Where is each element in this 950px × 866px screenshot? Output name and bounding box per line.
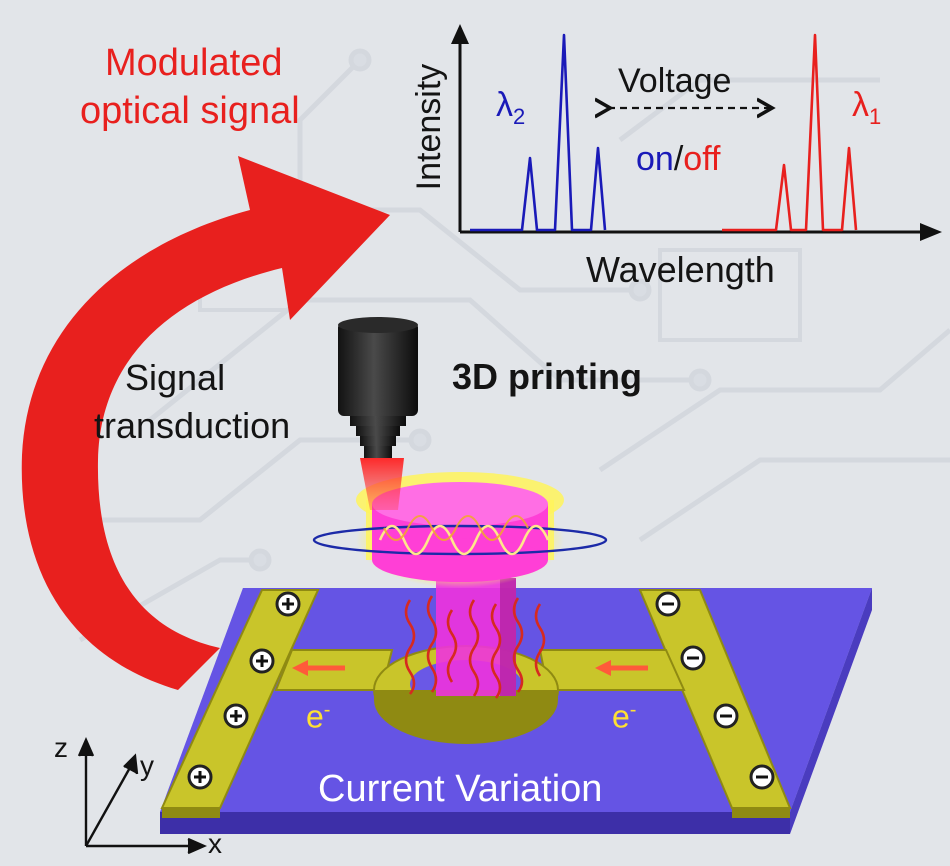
slash-text: / bbox=[673, 140, 684, 178]
minus-circle-icon bbox=[680, 645, 706, 671]
y-axis bbox=[84, 763, 134, 847]
microscope-objective-icon bbox=[338, 317, 418, 458]
on-text: on bbox=[636, 140, 674, 178]
electron-label-right: e- bbox=[612, 700, 636, 733]
gallery-wave bbox=[378, 524, 550, 556]
blue-emission-peaks bbox=[470, 33, 607, 232]
minus-circle-icon bbox=[749, 764, 775, 790]
plot-axis-y-arrowhead bbox=[451, 24, 469, 44]
plus-circle-icon bbox=[275, 591, 301, 617]
minus-circle-icon bbox=[713, 703, 739, 729]
electron-label-left: e- bbox=[306, 700, 330, 733]
lambda1-base: λ bbox=[852, 86, 869, 124]
off-text: off bbox=[683, 140, 721, 178]
electron-base: e bbox=[612, 698, 630, 735]
laser-beam bbox=[360, 458, 404, 510]
plus-circle-icon bbox=[223, 703, 249, 729]
plus-terminals bbox=[187, 591, 301, 790]
minus-circle-icon bbox=[655, 591, 681, 617]
red-emission-peaks bbox=[722, 33, 858, 232]
plus-circle-icon bbox=[187, 764, 213, 790]
lambda2-label: λ2 bbox=[496, 88, 525, 128]
lambda2-subscript: 2 bbox=[513, 103, 526, 129]
voltage-label: Voltage bbox=[618, 62, 732, 100]
coordinate-axes bbox=[77, 737, 207, 855]
intensity-axis-label: Intensity bbox=[410, 63, 448, 191]
z-axis-label: z bbox=[54, 732, 68, 763]
wavelength-axis-label: Wavelength bbox=[586, 249, 775, 290]
electron-charge: - bbox=[323, 699, 331, 721]
y-axis-label: y bbox=[140, 750, 154, 781]
emission-waves bbox=[404, 595, 546, 699]
electron-base: e bbox=[306, 698, 324, 735]
electron-charge: - bbox=[629, 699, 637, 721]
printing-label: 3D printing bbox=[452, 356, 642, 397]
x-axis-label: x bbox=[208, 828, 222, 859]
minus-terminals bbox=[655, 591, 775, 790]
spectrum-plot bbox=[451, 24, 942, 241]
on-off-label: on/off bbox=[636, 142, 720, 176]
current-variation-label: Current Variation bbox=[318, 768, 603, 810]
modulated-label-line2: optical signal bbox=[80, 90, 300, 132]
lambda2-base: λ bbox=[496, 86, 513, 124]
lambda1-subscript: 1 bbox=[869, 103, 882, 129]
modulated-label-line1: Modulated bbox=[105, 42, 283, 84]
signal-label-line1: Signal bbox=[125, 357, 226, 398]
plus-circle-icon bbox=[249, 648, 275, 674]
printed-disk bbox=[312, 472, 608, 588]
plot-axis-x-arrowhead bbox=[920, 223, 942, 241]
curved-arrow-icon bbox=[21, 156, 390, 690]
signal-label-line2: transduction bbox=[94, 405, 291, 446]
lambda1-label: λ1 bbox=[852, 88, 881, 128]
